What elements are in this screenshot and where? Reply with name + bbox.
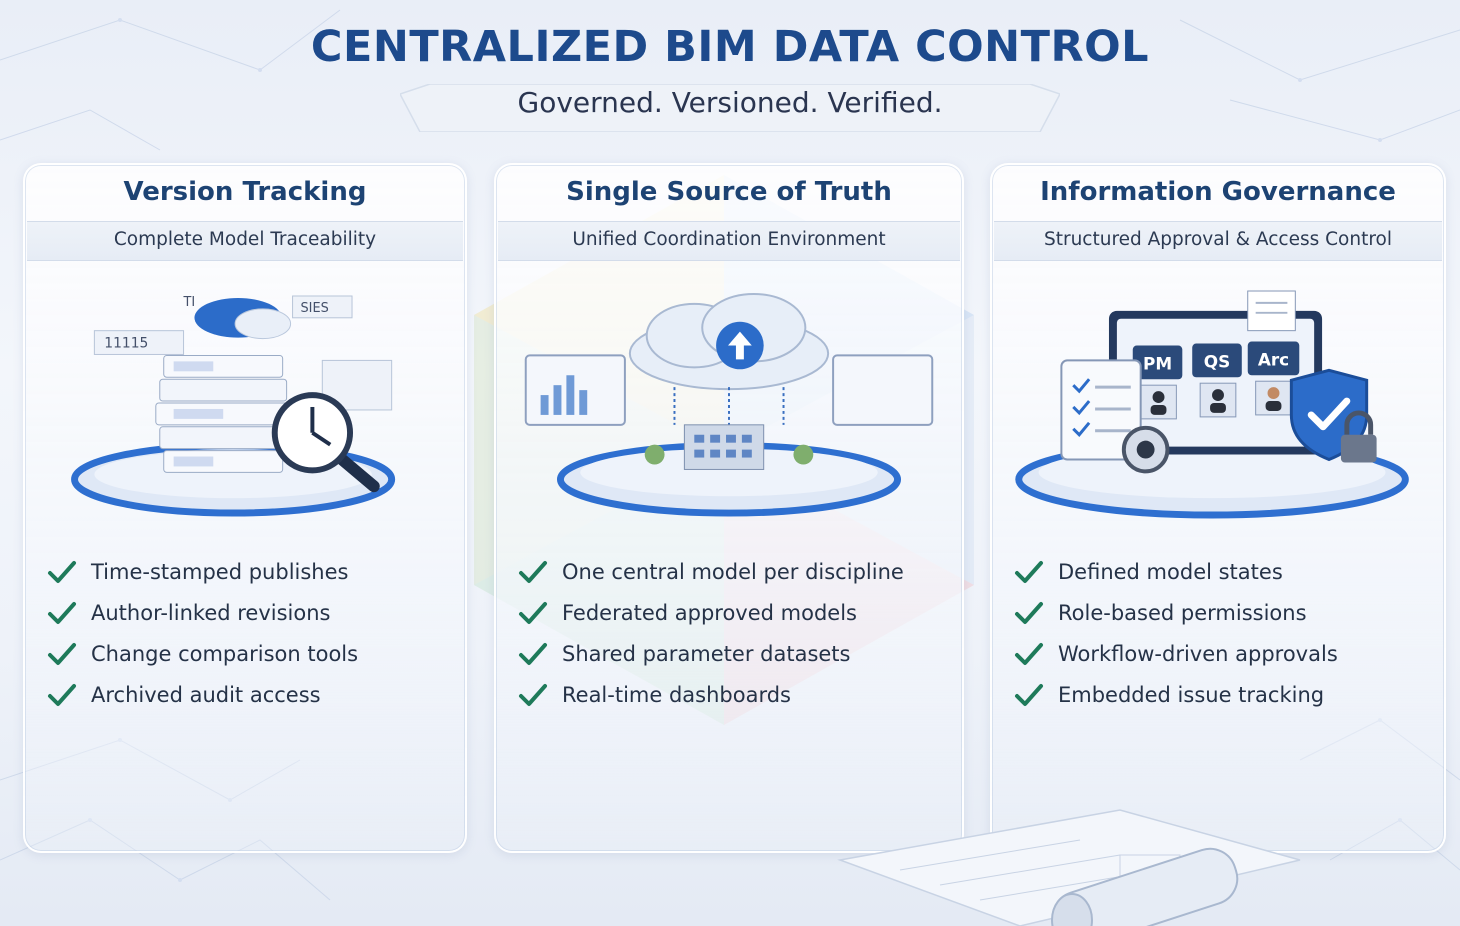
list-item: Time-stamped publishes <box>47 551 358 592</box>
card-title: Information Governance <box>1040 177 1396 207</box>
checkmark-icon <box>47 682 77 708</box>
list-item: Federated approved models <box>518 592 904 633</box>
checkmark-icon <box>1014 641 1044 667</box>
role-label-qs: QS <box>1204 351 1230 371</box>
clock-magnifier-icon <box>271 392 380 493</box>
list-item: Archived audit access <box>47 674 358 715</box>
list-item-label: Archived audit access <box>91 682 321 707</box>
card-single-source-of-truth: Single Source of Truth Unified Coordinat… <box>494 163 964 853</box>
list-item-label: Shared parameter datasets <box>562 641 851 666</box>
list-item: Real-time dashboards <box>518 674 904 715</box>
list-item-label: Real-time dashboards <box>562 682 792 707</box>
card-subtitle-band <box>498 221 960 261</box>
information-governance-illustration: PM QS Arc <box>1015 290 1409 519</box>
card-subtitle: Unified Coordination Environment <box>572 229 886 250</box>
card-information-governance: Information Governance Structured Approv… <box>990 163 1446 853</box>
monitor-icon <box>524 354 934 426</box>
role-label-pm: PM <box>1143 353 1172 373</box>
list-item: Change comparison tools <box>47 633 358 674</box>
checkmark-icon <box>1014 682 1044 708</box>
blueprint-roll-icon <box>837 809 1301 926</box>
card-title: Version Tracking <box>123 177 367 207</box>
list-item-label: Author-linked revisions <box>91 600 331 625</box>
clipboard-checklist-icon <box>1060 359 1142 461</box>
feature-list: Time-stamped publishes Author-linked rev… <box>47 551 358 715</box>
list-item-label: Workflow-driven approvals <box>1058 641 1338 666</box>
list-item: Embedded issue tracking <box>1014 674 1338 715</box>
card-subtitle: Structured Approval & Access Control <box>1043 229 1393 250</box>
list-item: Author-linked revisions <box>47 592 358 633</box>
page-title: CENTRALIZED BIM DATA CONTROL <box>310 22 1150 72</box>
list-item-label: Defined model states <box>1058 559 1283 584</box>
cloud-upload-icon <box>628 292 830 391</box>
feature-list: One central model per discipline Federat… <box>518 551 904 715</box>
list-item-label: Role-based permissions <box>1058 600 1307 625</box>
list-item-label: Federated approved models <box>562 600 857 625</box>
illustration-label: TI <box>183 295 196 310</box>
checkmark-icon <box>47 559 77 585</box>
header: CENTRALIZED BIM DATA CONTROL Governed. V… <box>0 0 1460 140</box>
checkmark-icon <box>47 600 77 626</box>
building-model-icon <box>644 424 814 470</box>
list-item: Shared parameter datasets <box>518 633 904 674</box>
card-subtitle-band <box>27 221 463 261</box>
checkmark-icon <box>1014 600 1044 626</box>
card-subtitle: Complete Model Traceability <box>113 229 377 250</box>
document-icon <box>1247 290 1296 332</box>
role-label-arc: Arc <box>1258 349 1289 369</box>
checkmark-icon <box>518 641 548 667</box>
list-item: One central model per discipline <box>518 551 904 592</box>
cloud-icon <box>194 297 292 340</box>
version-tracking-illustration: 11115 SIES TI <box>71 295 396 517</box>
feature-list: Defined model states Role-based permissi… <box>1014 551 1338 715</box>
list-item: Role-based permissions <box>1014 592 1338 633</box>
illustration-label: SIES <box>300 301 328 316</box>
single-source-illustration <box>524 292 934 517</box>
server-stack-icon <box>155 354 292 473</box>
list-item-label: One central model per discipline <box>562 559 904 584</box>
card-title: Single Source of Truth <box>566 177 892 207</box>
checkmark-icon <box>1014 559 1044 585</box>
page-subtitle: Governed. Versioned. Verified. <box>517 86 943 119</box>
checkmark-icon <box>518 559 548 585</box>
card-subtitle-band <box>994 221 1442 261</box>
checkmark-icon <box>47 641 77 667</box>
checkmark-icon <box>518 600 548 626</box>
subtitle-plate <box>400 84 1060 132</box>
list-item-label: Embedded issue tracking <box>1058 682 1325 707</box>
list-item-label: Time-stamped publishes <box>91 559 349 584</box>
illustration-label: 11115 <box>104 336 148 352</box>
list-item: Defined model states <box>1014 551 1338 592</box>
role-tiles: PM QS Arc <box>1132 341 1300 420</box>
list-item-label: Change comparison tools <box>91 641 359 666</box>
list-item: Workflow-driven approvals <box>1014 633 1338 674</box>
lock-icon <box>1340 410 1377 463</box>
gear-icon <box>1121 425 1170 474</box>
checkmark-icon <box>518 682 548 708</box>
card-version-tracking: Version Tracking Complete Model Traceabi… <box>23 163 467 853</box>
